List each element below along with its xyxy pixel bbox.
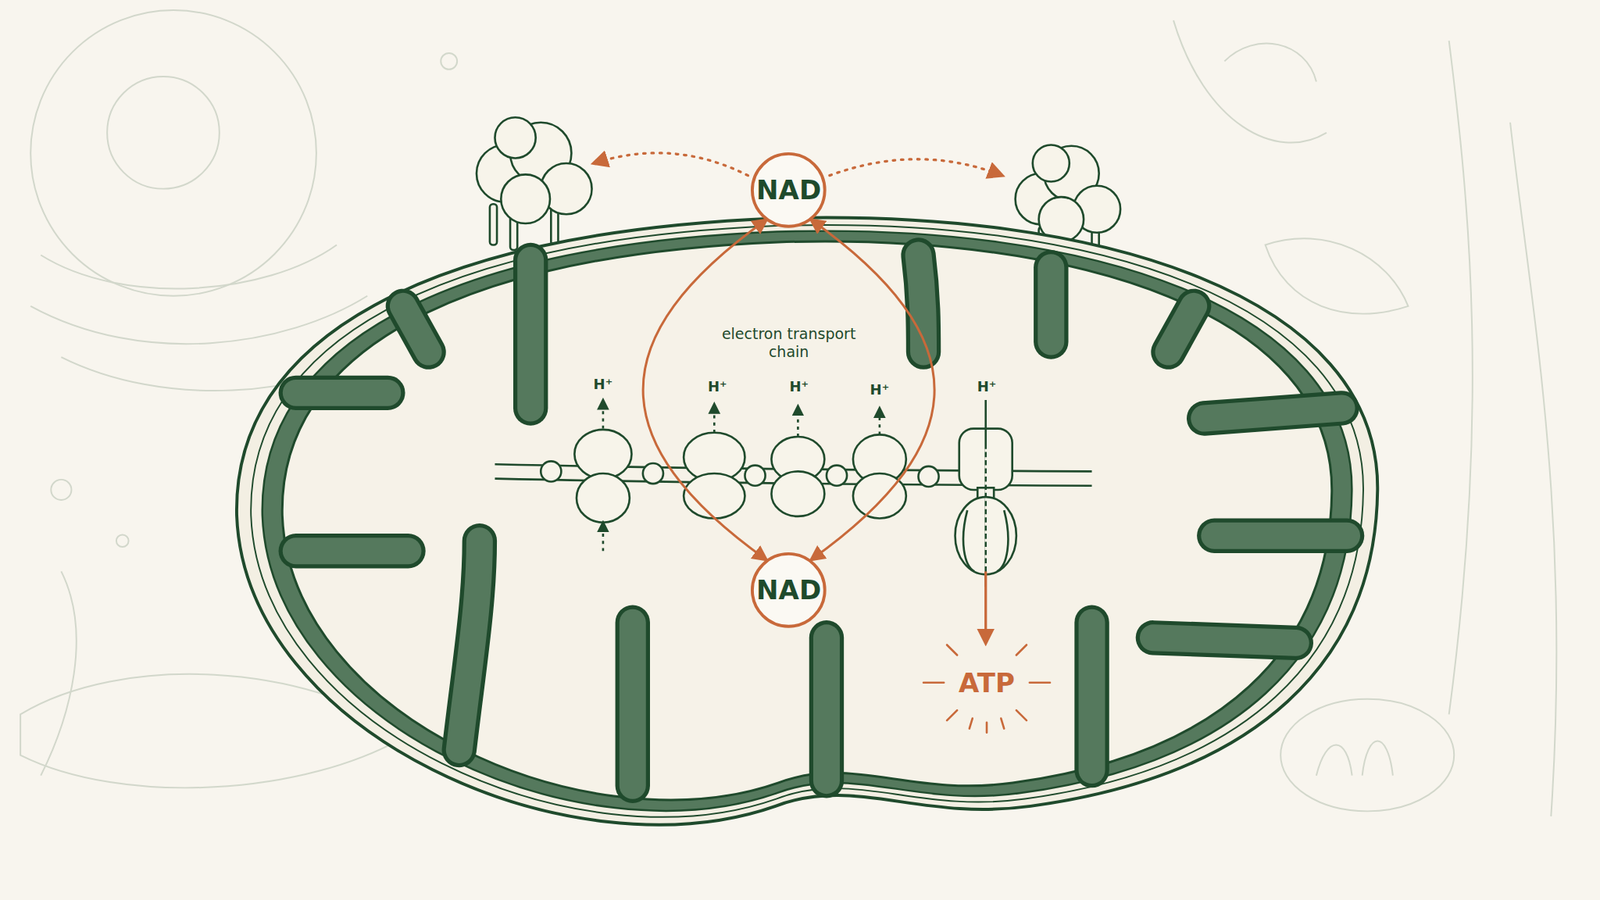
proton-label: H⁺ <box>707 378 728 396</box>
circle-shape <box>752 553 825 627</box>
node-text: NAD <box>756 174 822 206</box>
background-sketch <box>20 10 1557 817</box>
node-text: NAD <box>756 574 822 606</box>
proton-label: H⁺ <box>593 376 614 394</box>
cycle-arrow <box>642 220 767 561</box>
membrane-protein <box>476 117 593 250</box>
proton-label: H⁺ <box>870 381 890 399</box>
nad-circle: NAD <box>750 552 827 629</box>
product-label: ATP <box>958 666 1015 699</box>
protein-complex <box>540 429 939 523</box>
circle-shape <box>752 153 825 227</box>
outer-membrane <box>236 217 1378 825</box>
atp-arrow <box>984 571 987 643</box>
intermembrane-space <box>262 231 1353 811</box>
cristae <box>296 255 1347 786</box>
cycle-arrow <box>811 220 936 561</box>
proton-label: H⁺ <box>789 378 809 396</box>
nad-circle: NAD <box>750 152 827 229</box>
outer-membrane <box>250 225 1364 818</box>
section-label: electron transport chain <box>710 325 868 361</box>
inner-membrane <box>282 241 1333 800</box>
proton-label: H⁺ <box>977 378 997 396</box>
atp-burst <box>923 644 1050 733</box>
